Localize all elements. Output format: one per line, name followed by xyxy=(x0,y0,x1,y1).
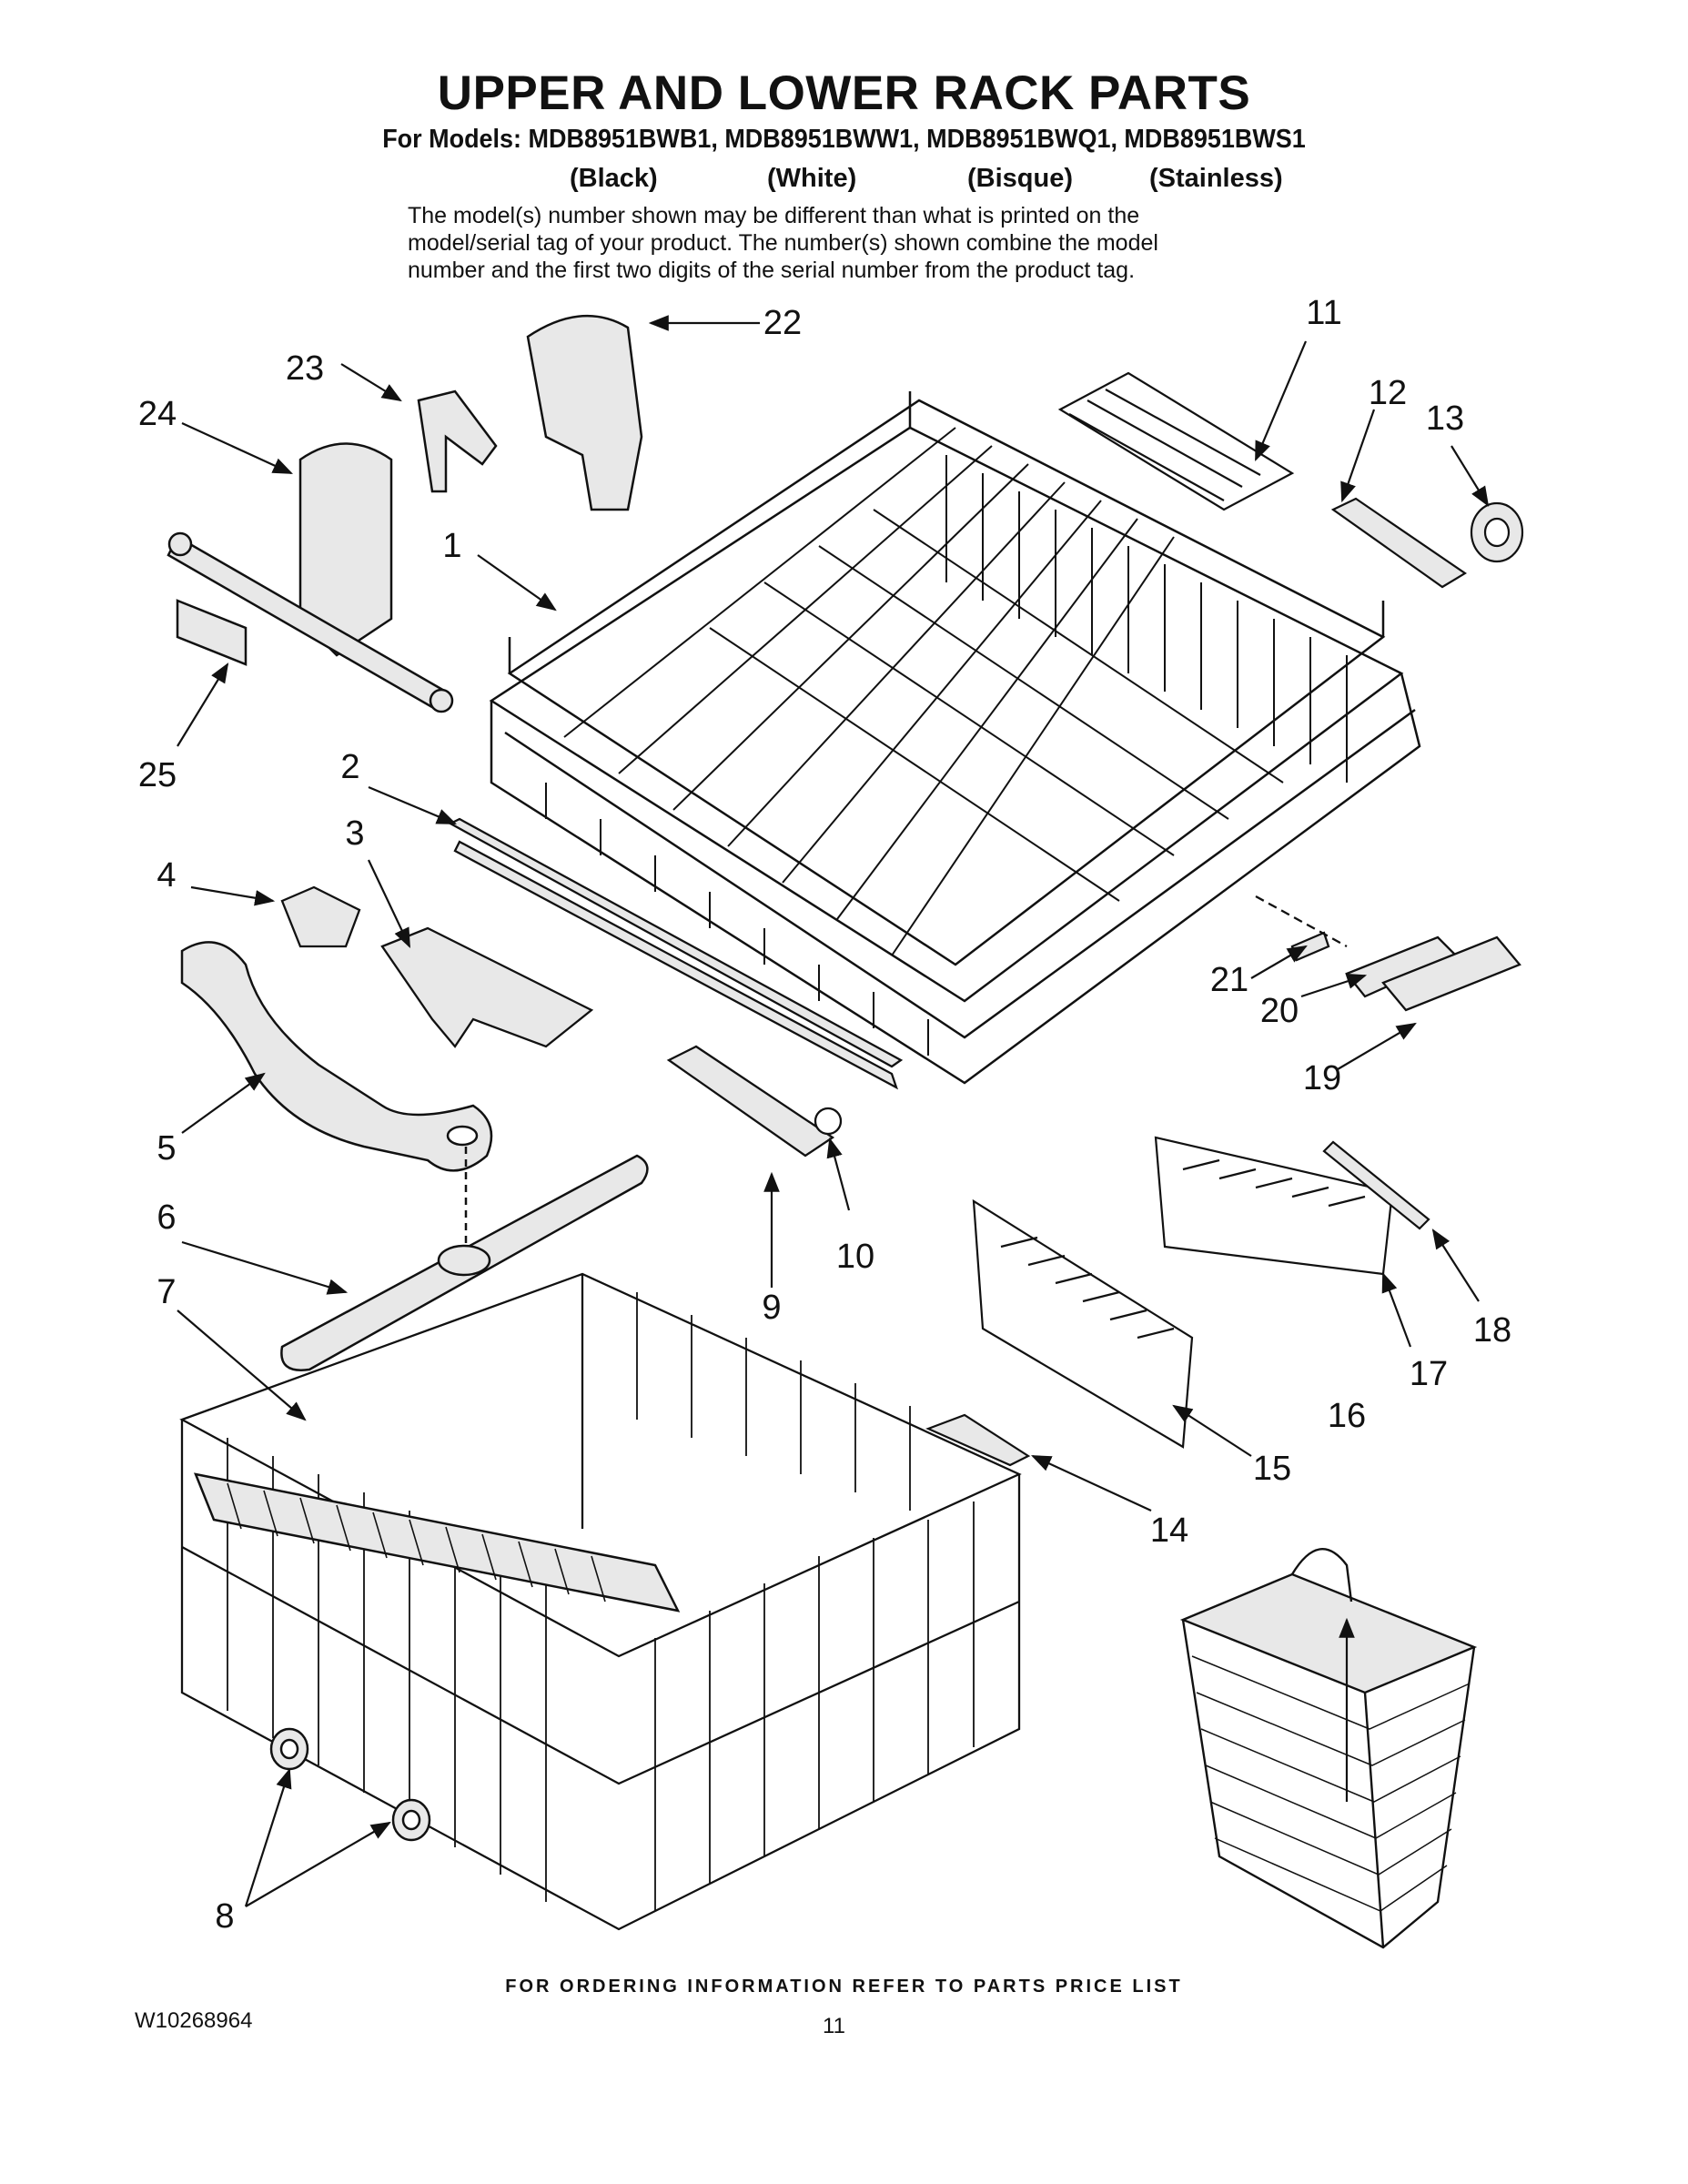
callout-24: 24 xyxy=(137,395,177,433)
callout-7: 7 xyxy=(157,1273,177,1311)
finish-black: (Black) xyxy=(570,164,658,193)
callout-23: 23 xyxy=(285,349,325,388)
note-line: number and the first two digits of the s… xyxy=(408,258,1136,283)
callout-8: 8 xyxy=(215,1897,235,1936)
lower-tines-assemblies xyxy=(925,1136,1430,1467)
callout-19: 19 xyxy=(1302,1059,1342,1097)
finish-stainless: (Stainless) xyxy=(1149,164,1283,193)
finish-white: (White) xyxy=(767,164,857,193)
ordering-info: FOR ORDERING INFORMATION REFER TO PARTS … xyxy=(505,1977,1183,1997)
note-line: The model(s) number shown may be differe… xyxy=(408,203,1140,228)
callout-5: 5 xyxy=(157,1129,177,1168)
spray-arm xyxy=(280,1147,649,1371)
rack-handle xyxy=(1255,895,1521,1012)
callout-20: 20 xyxy=(1259,992,1299,1030)
callout-2: 2 xyxy=(340,748,360,786)
note-line: model/serial tag of your product. The nu… xyxy=(408,230,1158,256)
models-line: For Models: MDB8951BWB1, MDB8951BWW1, MD… xyxy=(382,125,1306,154)
page-title: UPPER AND LOWER RACK PARTS xyxy=(437,66,1251,120)
callout-17: 17 xyxy=(1409,1355,1449,1393)
callout-21: 21 xyxy=(1209,961,1249,999)
callout-6: 6 xyxy=(157,1198,177,1237)
silverware-basket xyxy=(1179,1548,1478,1949)
callout-16: 16 xyxy=(1327,1397,1367,1435)
callout-14: 14 xyxy=(1149,1512,1189,1550)
upper-rack xyxy=(489,391,1421,1085)
callout-22: 22 xyxy=(763,304,803,342)
callout-12: 12 xyxy=(1368,374,1408,412)
finish-bisque: (Bisque) xyxy=(967,164,1073,193)
leader-arrows xyxy=(177,315,1490,1907)
lower-rack xyxy=(179,1272,1022,1931)
page-number: 11 xyxy=(823,2014,845,2038)
model-note: The model(s) number shown may be differe… xyxy=(408,202,1158,284)
callout-18: 18 xyxy=(1472,1311,1512,1350)
callout-13: 13 xyxy=(1425,399,1465,438)
callout-9: 9 xyxy=(762,1289,782,1327)
rack-latch-parts xyxy=(417,314,643,511)
callout-4: 4 xyxy=(157,856,177,895)
callout-25: 25 xyxy=(137,756,177,794)
callout-3: 3 xyxy=(345,814,365,853)
callout-10: 10 xyxy=(835,1238,875,1276)
rack-adjuster xyxy=(167,442,454,713)
manifold-parts xyxy=(280,885,594,1048)
document-number: W10268964 xyxy=(135,2008,253,2033)
rail-and-stops xyxy=(448,817,904,1158)
callout-15: 15 xyxy=(1252,1450,1292,1488)
callout-1: 1 xyxy=(442,527,462,565)
lower-rack-wheels xyxy=(269,1727,431,1842)
callout-11: 11 xyxy=(1306,294,1342,332)
